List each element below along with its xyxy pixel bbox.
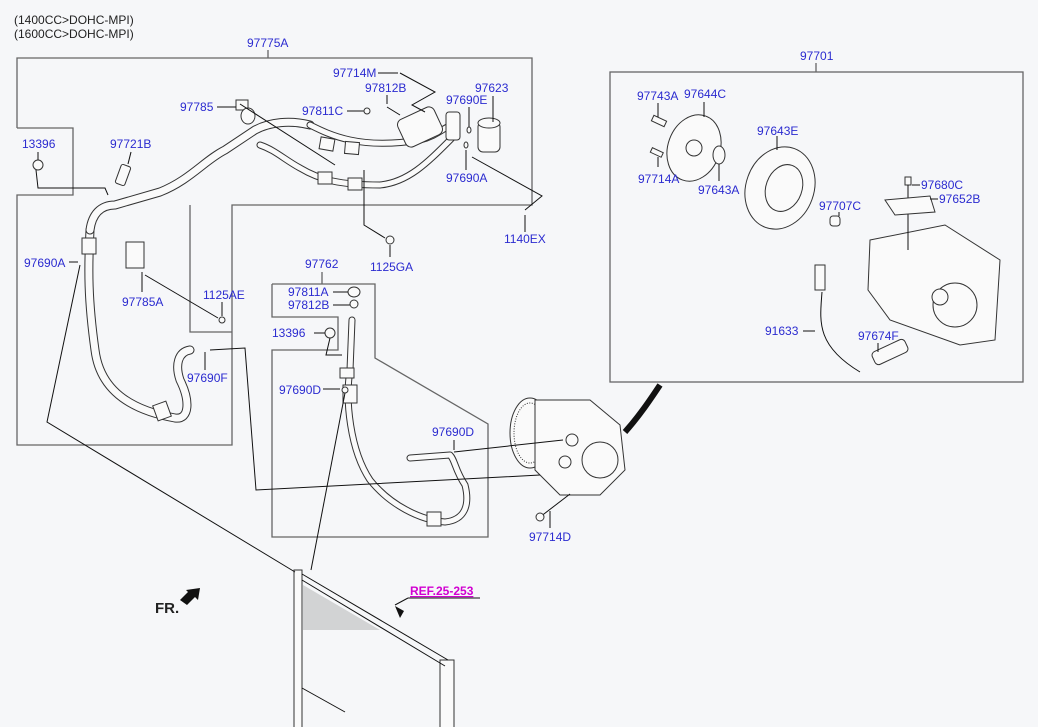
engine-spec-line-1: (1400CC>DOHC-MPI): [14, 13, 134, 27]
part-label-97644C[interactable]: 97644C: [684, 87, 726, 101]
condenser: [293, 569, 455, 727]
bolt-97714A: [649, 146, 664, 158]
bolt-97714D: [539, 493, 571, 518]
bearing-97707C: [829, 215, 841, 227]
group-label-97701[interactable]: 97701: [800, 49, 834, 63]
front-label: FR.: [155, 600, 179, 617]
part-label-97690D-left[interactable]: 97690D: [279, 383, 321, 397]
receiver-drier: [477, 117, 501, 153]
part-label-97690A-left[interactable]: 97690A: [24, 256, 65, 270]
front-arrow-icon: [180, 588, 200, 605]
part-label-97785A[interactable]: 97785A: [122, 295, 163, 309]
nut-13396: [32, 159, 44, 171]
connector-91633: [814, 264, 826, 291]
front-indicator: FR.: [155, 588, 200, 617]
compressor-detail: [666, 114, 1001, 373]
part-label-97690A-top[interactable]: 97690A: [446, 171, 487, 185]
part-label-97680C[interactable]: 97680C: [921, 178, 963, 192]
bolt-97743A: [650, 114, 668, 128]
discharge-hose-group: 97762: [271, 257, 489, 538]
bolt-97680C: [904, 176, 912, 186]
pressure-switch: [114, 163, 132, 187]
suction-hose: [81, 99, 461, 423]
part-label-97690E[interactable]: 97690E: [446, 93, 487, 107]
part-label-97643A[interactable]: 97643A: [698, 183, 739, 197]
part-label-97714M[interactable]: 97714M: [333, 66, 376, 80]
part-label-97690D-right[interactable]: 97690D: [432, 425, 474, 439]
part-label-97714D[interactable]: 97714D: [529, 530, 571, 544]
part-label-97623[interactable]: 97623: [475, 81, 509, 95]
part-label-97811A[interactable]: 97811A: [288, 285, 328, 299]
part-label-97652B[interactable]: 97652B: [939, 192, 980, 206]
group-box-97775A: [16, 57, 533, 446]
hose-assembly-group: 97775A: [16, 36, 533, 446]
part-label-13396-mid[interactable]: 13396: [272, 326, 306, 340]
part-label-97785[interactable]: 97785: [180, 100, 214, 114]
sub-box-1125AE: [189, 205, 232, 333]
compressor-assembly-group: 97701: [609, 49, 1024, 383]
part-label-97690F[interactable]: 97690F: [187, 371, 228, 385]
bracket-97652B: [884, 195, 936, 216]
shim-ring: [712, 145, 726, 165]
discharge-hose: [339, 316, 471, 527]
group-label-97762[interactable]: 97762: [305, 257, 339, 271]
engine-spec-line-2: (1600CC>DOHC-MPI): [14, 27, 134, 41]
part-label-97812B[interactable]: 97812B: [365, 81, 406, 95]
group-box-97701: [609, 71, 1024, 383]
part-label-97743A[interactable]: 97743A: [637, 89, 678, 103]
part-label-91633[interactable]: 91633: [765, 324, 799, 338]
part-label-1125GA[interactable]: 1125GA: [370, 260, 413, 274]
relief-valve-97674F: [871, 338, 909, 366]
part-label-97812B-mid[interactable]: 97812B: [288, 298, 329, 312]
ref-link[interactable]: REF.25-253: [410, 584, 474, 598]
nut-13396-mid: [324, 327, 336, 339]
part-label-97674F[interactable]: 97674F: [858, 329, 899, 343]
group-label-97775A[interactable]: 97775A: [247, 36, 288, 50]
part-labels: 13396 97721B 97785 97714M 97812B 97811C …: [22, 66, 980, 544]
block-fitting: [397, 106, 443, 148]
ref-arrow-head: [395, 606, 404, 618]
bracket: [125, 241, 145, 269]
compressor-body: [867, 224, 1001, 346]
part-label-97721B[interactable]: 97721B: [110, 137, 151, 151]
part-label-13396[interactable]: 13396: [22, 137, 56, 151]
part-label-1125AE[interactable]: 1125AE: [203, 288, 245, 302]
cap-97811A: [347, 286, 361, 298]
part-label-97643E[interactable]: 97643E: [757, 124, 798, 138]
leader-lines: [35, 72, 938, 618]
part-label-97714A[interactable]: 97714A: [638, 172, 679, 186]
group-box-97762: [271, 283, 489, 538]
part-label-1140EX[interactable]: 1140EX: [504, 232, 546, 246]
valve-core-97812B: [349, 299, 359, 309]
compressor: [509, 383, 663, 496]
part-label-97811C[interactable]: 97811C: [302, 104, 343, 118]
part-label-97707C[interactable]: 97707C: [819, 199, 861, 213]
